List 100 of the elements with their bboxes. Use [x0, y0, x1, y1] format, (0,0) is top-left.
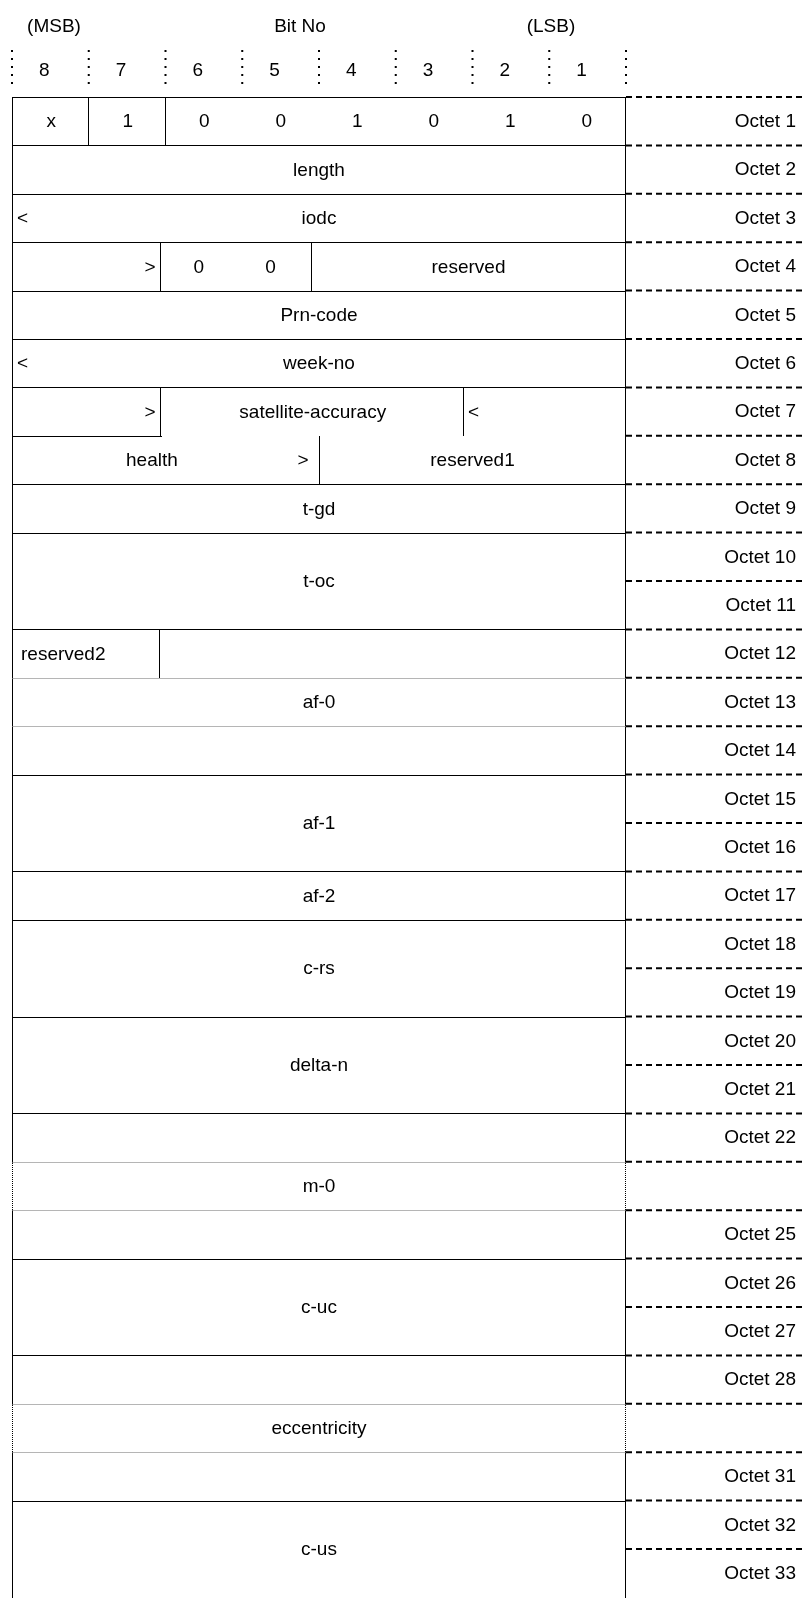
- octet-label: Octet 26: [724, 1270, 796, 1295]
- field-label: c-uc: [301, 1295, 337, 1320]
- field-label: delta-n: [289, 1053, 349, 1078]
- octet-label: Octet 7: [734, 399, 796, 424]
- field-label: af-0: [302, 690, 336, 715]
- field-label: m-0: [302, 1174, 336, 1199]
- field-label: 1: [504, 109, 516, 134]
- field-label: 0: [581, 109, 593, 134]
- octet-label: Octet 21: [724, 1076, 796, 1101]
- octet-label: Octet 19: [724, 980, 796, 1005]
- field-box: [12, 1500, 626, 1598]
- field-label: 0: [193, 254, 205, 279]
- octet-label: Octet 32: [724, 1512, 796, 1537]
- octet-label: Octet 12: [724, 641, 796, 666]
- octet-label: Octet 1: [734, 108, 796, 133]
- bit-number: 8: [39, 59, 50, 80]
- bit-number: 4: [346, 59, 357, 80]
- field-box: [12, 1355, 626, 1404]
- octet-label: Octet 31: [724, 1464, 796, 1489]
- field-label: reserved: [431, 254, 506, 279]
- field-label: c-us: [301, 1537, 337, 1562]
- field-label: <: [17, 351, 29, 376]
- field-box: [319, 435, 626, 485]
- octet-label: Octet 8: [734, 447, 796, 472]
- field-box: [12, 290, 626, 339]
- field-label: reserved1: [430, 447, 515, 472]
- bit-number: 3: [422, 59, 434, 80]
- octet-label: Octet 3: [734, 205, 796, 230]
- octet-label: Octet 14: [724, 738, 796, 763]
- field-label: >: [297, 447, 309, 472]
- bit-number: 7: [115, 59, 127, 80]
- field-label: <: [17, 206, 29, 231]
- field-label: >: [144, 254, 156, 279]
- field-box: [12, 774, 626, 872]
- header-label: Bit No: [274, 15, 326, 36]
- octet-label: Octet 2: [734, 157, 796, 182]
- field-box: [463, 387, 626, 436]
- field-box: [12, 242, 162, 291]
- header-label: (LSB): [526, 15, 576, 36]
- bit-number: 5: [269, 59, 280, 80]
- octet-label: Octet 13: [724, 689, 796, 714]
- field-label: af-2: [302, 883, 336, 908]
- field-box: [12, 1113, 626, 1162]
- octet-label: Octet 22: [724, 1125, 796, 1150]
- field-box: [12, 339, 626, 388]
- octet-label: Octet 6: [734, 350, 796, 375]
- field-label: length: [293, 157, 345, 182]
- field-box: [160, 387, 465, 436]
- octet-label: Octet 11: [725, 592, 796, 617]
- field-label: Prn-code: [280, 303, 358, 328]
- octet-label: Octet 16: [724, 834, 796, 859]
- octet-label: Octet 20: [724, 1028, 796, 1053]
- field-label: t-oc: [303, 569, 335, 594]
- header-label: (MSB): [27, 15, 81, 36]
- field-box: [165, 97, 626, 146]
- field-label: 1: [122, 109, 134, 134]
- octet-label: Octet 27: [724, 1318, 796, 1343]
- octet-label: Octet 28: [724, 1367, 796, 1392]
- field-box: [12, 484, 626, 533]
- field-label: af-1: [302, 811, 336, 836]
- field-box: [311, 242, 626, 291]
- field-label: >: [144, 400, 156, 425]
- field-box: [12, 871, 626, 920]
- field-label: eccentricity: [271, 1416, 367, 1441]
- field-box: [12, 145, 626, 194]
- field-box: [88, 97, 167, 146]
- field-box: [12, 1210, 626, 1259]
- field-label: 0: [265, 254, 276, 279]
- field-label: 0: [428, 109, 440, 134]
- octet-label: Octet 17: [724, 883, 796, 908]
- field-box: [160, 629, 626, 678]
- field-box: [12, 919, 626, 1017]
- field-label: 1: [351, 109, 363, 134]
- octet-label: Octet 25: [724, 1222, 796, 1247]
- field-label: health: [126, 447, 178, 472]
- field-label: t-gd: [302, 496, 336, 521]
- field-label: week-no: [283, 351, 355, 376]
- octet-label: Octet 9: [734, 496, 796, 521]
- octet-label: Octet 5: [734, 302, 796, 327]
- field-label: x: [46, 109, 56, 134]
- octet-label: Octet 33: [724, 1560, 796, 1585]
- field-box: [160, 242, 313, 291]
- octet-label: Octet 15: [724, 786, 796, 811]
- field-box: [12, 1452, 626, 1501]
- field-label: <: [468, 399, 480, 424]
- bit-number: 6: [192, 59, 204, 80]
- field-label: c-rs: [303, 956, 335, 981]
- field-box: [12, 387, 162, 438]
- field-label: 0: [198, 109, 210, 134]
- octet-label: Octet 4: [734, 254, 796, 279]
- field-box: [12, 726, 626, 775]
- field-label: reserved2: [21, 642, 106, 667]
- octet-label: Octet 10: [724, 544, 796, 569]
- field-label: 0: [275, 109, 287, 134]
- bit-number: 1: [576, 59, 587, 80]
- field-label: iodc: [301, 206, 337, 231]
- field-box: [12, 97, 90, 146]
- field-label: satellite-accuracy: [239, 399, 387, 424]
- octet-label: Octet 18: [724, 931, 796, 956]
- field-box: [12, 193, 626, 243]
